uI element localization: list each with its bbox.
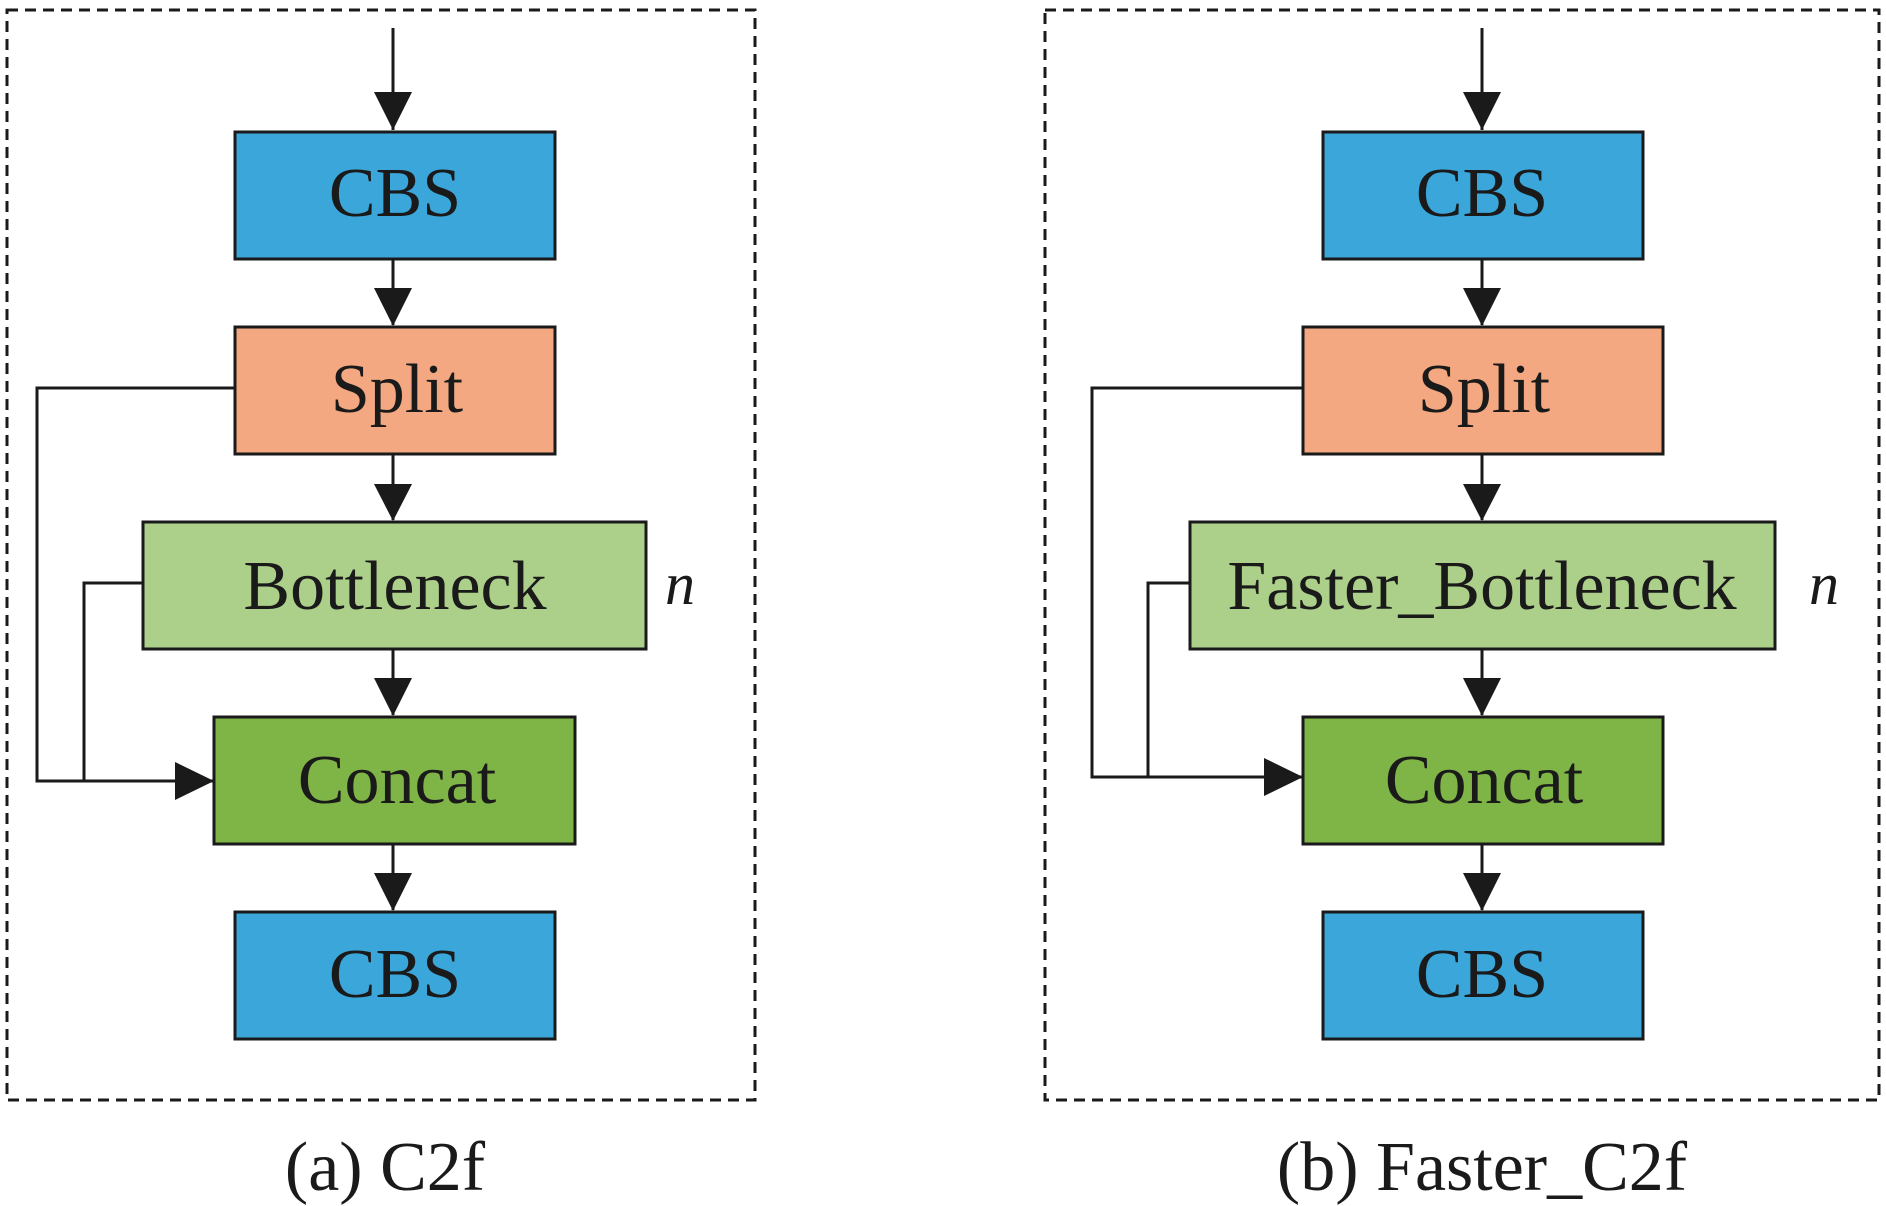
arrowhead [374,92,412,130]
arrowhead [374,678,412,716]
arrowhead [1463,678,1501,716]
bottleneck-label: Bottleneck [243,548,546,625]
panel-caption: (a) C2f [285,1129,486,1206]
cbs-bottom-label: CBS [1416,936,1548,1013]
cbs-block-bottom [1321,910,1645,1041]
split-block [233,325,557,456]
concat-label: Concat [1385,742,1584,819]
arrowhead [1264,758,1303,796]
cbs-bottom-label: CBS [329,936,461,1013]
repeat-count-label: n [665,551,695,617]
concat-block [1301,715,1665,846]
split-block [1301,325,1665,456]
bottleneck-block [141,520,648,651]
panel-frame [1043,8,1881,1102]
arrowhead [1463,92,1501,130]
cbs-top-label: CBS [329,155,461,232]
arrowhead [374,873,412,911]
concat-label: Concat [298,742,497,819]
cbs-block-top [233,130,557,261]
arrowhead [374,288,412,326]
repeat-count-label: n [1809,551,1839,617]
skip-connection-bottleneck [1146,581,1190,777]
cbs-top-label: CBS [1416,155,1548,232]
cbs-block-bottom [233,910,557,1041]
panel-caption: (b) Faster_C2f [1277,1129,1688,1206]
arrowhead [1463,873,1501,911]
split-label: Split [1418,351,1551,428]
panel-c2f: CBS Split Bottleneck n Concat CBS (a) C2… [5,8,757,1206]
arrowhead [175,762,214,800]
skip-connection-split [1090,386,1303,779]
panel-faster-c2f: CBS Split Faster_Bottleneck n Concat CBS [1043,8,1881,1206]
skip-connection-bottleneck [82,581,143,781]
cbs-block-top [1321,130,1645,261]
arrowhead [374,484,412,521]
skip-connection-split [35,386,235,783]
faster-bottleneck-label: Faster_Bottleneck [1227,548,1736,625]
arrowhead [1463,288,1501,326]
split-label: Split [331,351,464,428]
arrowhead [1463,484,1501,521]
